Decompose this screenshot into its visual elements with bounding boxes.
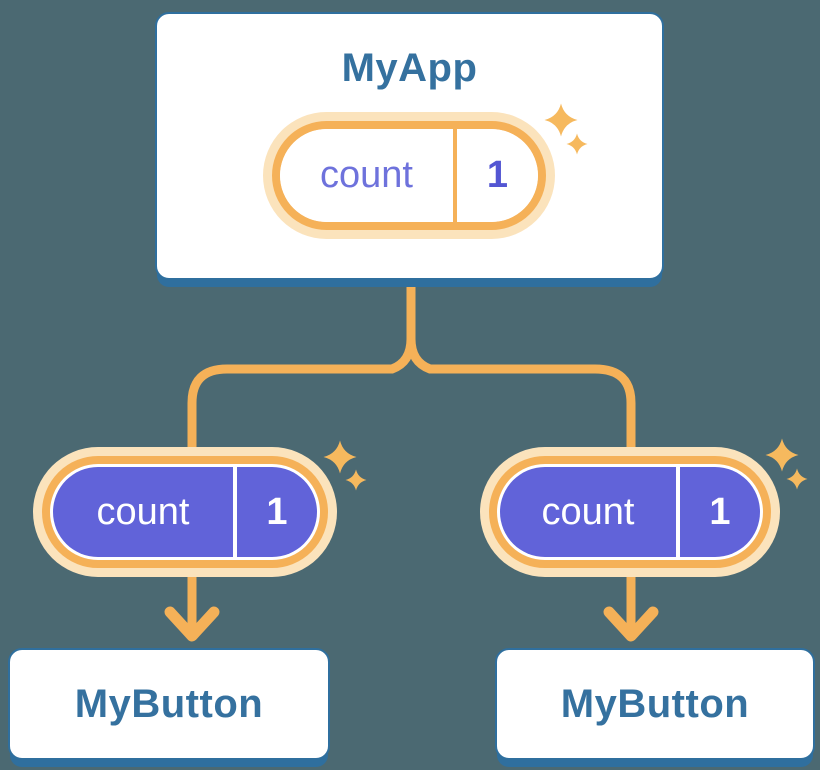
connector-left-branch [187, 281, 416, 462]
connector-right-branch [406, 281, 636, 462]
state-pill-divider [676, 467, 680, 557]
component-title: MyApp [341, 46, 478, 90]
component-title: MyButton [560, 682, 750, 726]
state-label: count [320, 154, 413, 196]
component-node-mybutton-right: MyButton [495, 648, 815, 760]
arrow-down-icon [603, 572, 659, 642]
state-pill-divider [233, 467, 237, 557]
state-value: 1 [266, 490, 288, 533]
state-pill-left-child: count 1 [33, 447, 337, 577]
state-pill-border: count 1 [272, 121, 546, 230]
state-label: count [96, 490, 190, 533]
state-value: 1 [486, 154, 509, 196]
state-pill-right-child: count 1 [480, 447, 780, 577]
arrow-down-icon [164, 572, 220, 642]
state-pill-core: count 1 [500, 467, 760, 557]
state-pill-core: count 1 [53, 467, 317, 557]
state-pill-root: count 1 [263, 112, 555, 239]
state-pill-core: count 1 [280, 129, 538, 222]
state-value: 1 [709, 490, 731, 533]
component-title: MyButton [74, 682, 264, 726]
component-node-mybutton-left: MyButton [8, 648, 330, 760]
state-pill-border: count 1 [489, 456, 771, 568]
state-pill-divider [453, 129, 457, 222]
state-pill-border: count 1 [42, 456, 328, 568]
state-label: count [541, 490, 635, 533]
